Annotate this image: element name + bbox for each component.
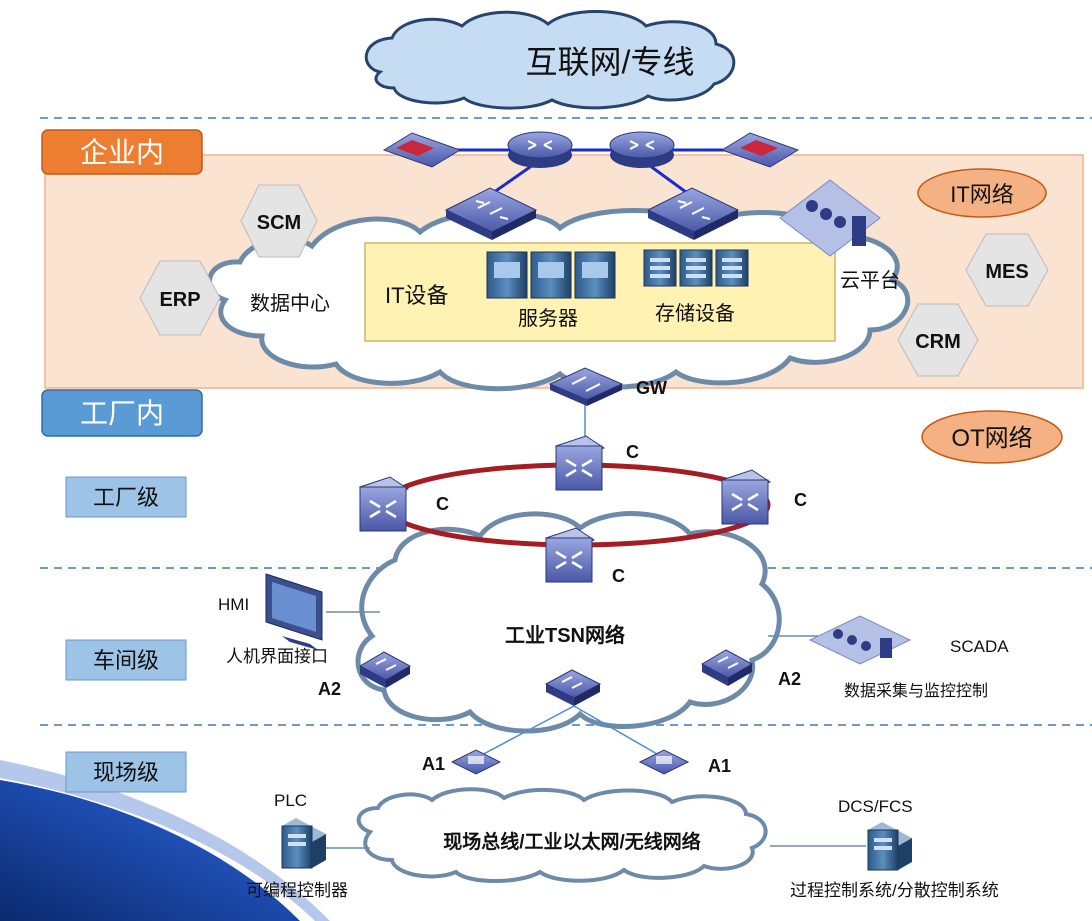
core-switch-c-left [358, 476, 410, 532]
svg-text:现场级: 现场级 [93, 760, 159, 785]
cloud-platform-icon [779, 179, 881, 257]
firewall-icon-right [720, 132, 800, 168]
core-switch-c-bottom [544, 527, 596, 583]
server-icon [486, 251, 616, 299]
scada-name: SCADA [950, 637, 1009, 656]
factory-tag: 工厂内 [41, 389, 203, 437]
access-switch-a2-right [700, 649, 754, 686]
storage-icon [643, 249, 749, 287]
hexagon-erp: ERP [139, 260, 221, 336]
svg-text:MES: MES [985, 261, 1028, 283]
plc-icon [281, 818, 326, 869]
tsn-cloud [355, 511, 782, 734]
c-label-right: C [794, 490, 807, 510]
hexagon-mes: MES [965, 233, 1049, 307]
core-switch-icon-right [646, 187, 740, 240]
corner-decoration [0, 760, 330, 921]
a2-label-right: A2 [778, 669, 801, 689]
svg-text:SCM: SCM [257, 212, 301, 234]
access-switch-center [544, 669, 602, 706]
fieldbus-cloud [356, 787, 768, 883]
svg-text:工厂内: 工厂内 [80, 398, 164, 429]
it-network-label: IT网络 [917, 168, 1047, 218]
servers-label: 服务器 [518, 307, 578, 330]
datacenter-label: 数据中心 [250, 292, 330, 315]
hexagon-scm: SCM [240, 184, 318, 258]
svg-text:ERP: ERP [159, 289, 200, 311]
c-label-bottom: C [612, 566, 625, 586]
dcs-name: DCS/FCS [838, 797, 913, 816]
hmi-name: HMI [218, 595, 249, 614]
svg-text:CRM: CRM [915, 331, 961, 353]
router-icon-left [507, 131, 573, 168]
svg-text:车间级: 车间级 [93, 648, 159, 673]
core-switch-c-right [720, 469, 772, 525]
tsn-label: 工业TSN网络 [505, 623, 625, 647]
core-switch-c-top [554, 435, 606, 491]
workshop-level-tag: 车间级 [65, 639, 187, 681]
a1-device-right [638, 749, 690, 775]
field-level-tag: 现场级 [65, 751, 187, 793]
svg-text:IT网络: IT网络 [950, 182, 1014, 207]
plc-name: PLC [274, 791, 307, 810]
hmi-monitor-icon [265, 573, 323, 650]
gw-label: GW [636, 378, 667, 398]
a2-label-left: A2 [318, 679, 341, 699]
internet-cloud: 互联网/专线 [364, 9, 736, 110]
access-switch-a2-left [358, 651, 412, 688]
a1-label-left: A1 [422, 754, 445, 774]
storage-label: 存储设备 [655, 302, 735, 325]
plc-desc: 可编程控制器 [246, 881, 348, 900]
dcs-desc: 过程控制系统/分散控制系统 [790, 881, 999, 900]
ot-network-label: OT网络 [921, 410, 1063, 464]
svg-text:工厂级: 工厂级 [93, 485, 159, 510]
firewall-icon-left [382, 132, 462, 168]
core-switch-icon-left [444, 187, 538, 240]
scada-desc: 数据采集与监控控制 [844, 682, 988, 700]
hmi-desc: 人机界面接口 [226, 647, 328, 666]
link-a1-right [573, 705, 665, 759]
enterprise-tag: 企业内 [41, 129, 203, 175]
gateway-switch-icon [548, 367, 624, 406]
svg-text:OT网络: OT网络 [951, 425, 1032, 452]
link-a1-left [475, 705, 575, 759]
a1-device-left [450, 749, 502, 775]
dcs-icon [867, 822, 912, 871]
factory-level-tag: 工厂级 [65, 476, 187, 518]
svg-text:企业内: 企业内 [80, 137, 164, 168]
c-label-top: C [626, 442, 639, 462]
router-icon-right [609, 131, 675, 168]
scada-icon [808, 615, 912, 665]
cloud-platform-label: 云平台 [840, 269, 900, 292]
it-equipment-label: IT设备 [385, 283, 449, 308]
a1-label-right: A1 [708, 756, 731, 776]
fieldbus-label: 现场总线/工业以太网/无线网络 [443, 830, 701, 853]
c-label-left: C [436, 494, 449, 514]
internet-label: 互联网/专线 [526, 44, 695, 80]
hexagon-crm: CRM [897, 303, 979, 377]
